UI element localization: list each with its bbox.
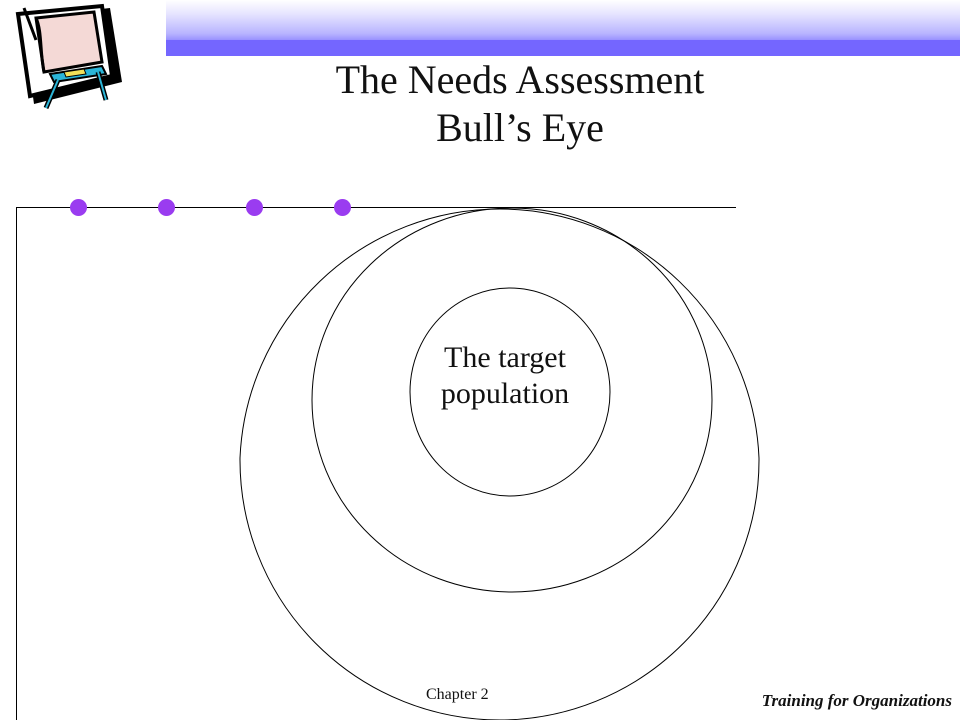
decorative-bullet-3 — [246, 199, 263, 216]
slide-title-line-1: The Needs Assessment — [335, 57, 705, 102]
frame-top-rule — [16, 207, 736, 208]
decorative-bullet-1 — [70, 199, 87, 216]
slide-title-line-2: Bull’s Eye — [436, 105, 604, 150]
decorative-bullet-2 — [158, 199, 175, 216]
bullseye-middle-ring — [311, 207, 713, 593]
header-accent-stripe — [166, 40, 960, 56]
footer-chapter: Chapter 2 — [426, 686, 489, 703]
bullseye-inner-ring — [409, 287, 611, 497]
target-label-line-1: The target — [444, 341, 566, 374]
footer-organization: Training for Organizations — [761, 691, 952, 710]
target-population-label: The target population — [400, 340, 610, 412]
slide-title: The Needs Assessment Bull’s Eye — [260, 56, 780, 152]
target-label-line-2: population — [440, 377, 570, 410]
frame-left-rule — [16, 207, 17, 720]
flip-chart-easel-icon — [15, 3, 122, 109]
decorative-bullet-4 — [334, 199, 351, 216]
bullseye-outer-ring — [239, 208, 760, 720]
